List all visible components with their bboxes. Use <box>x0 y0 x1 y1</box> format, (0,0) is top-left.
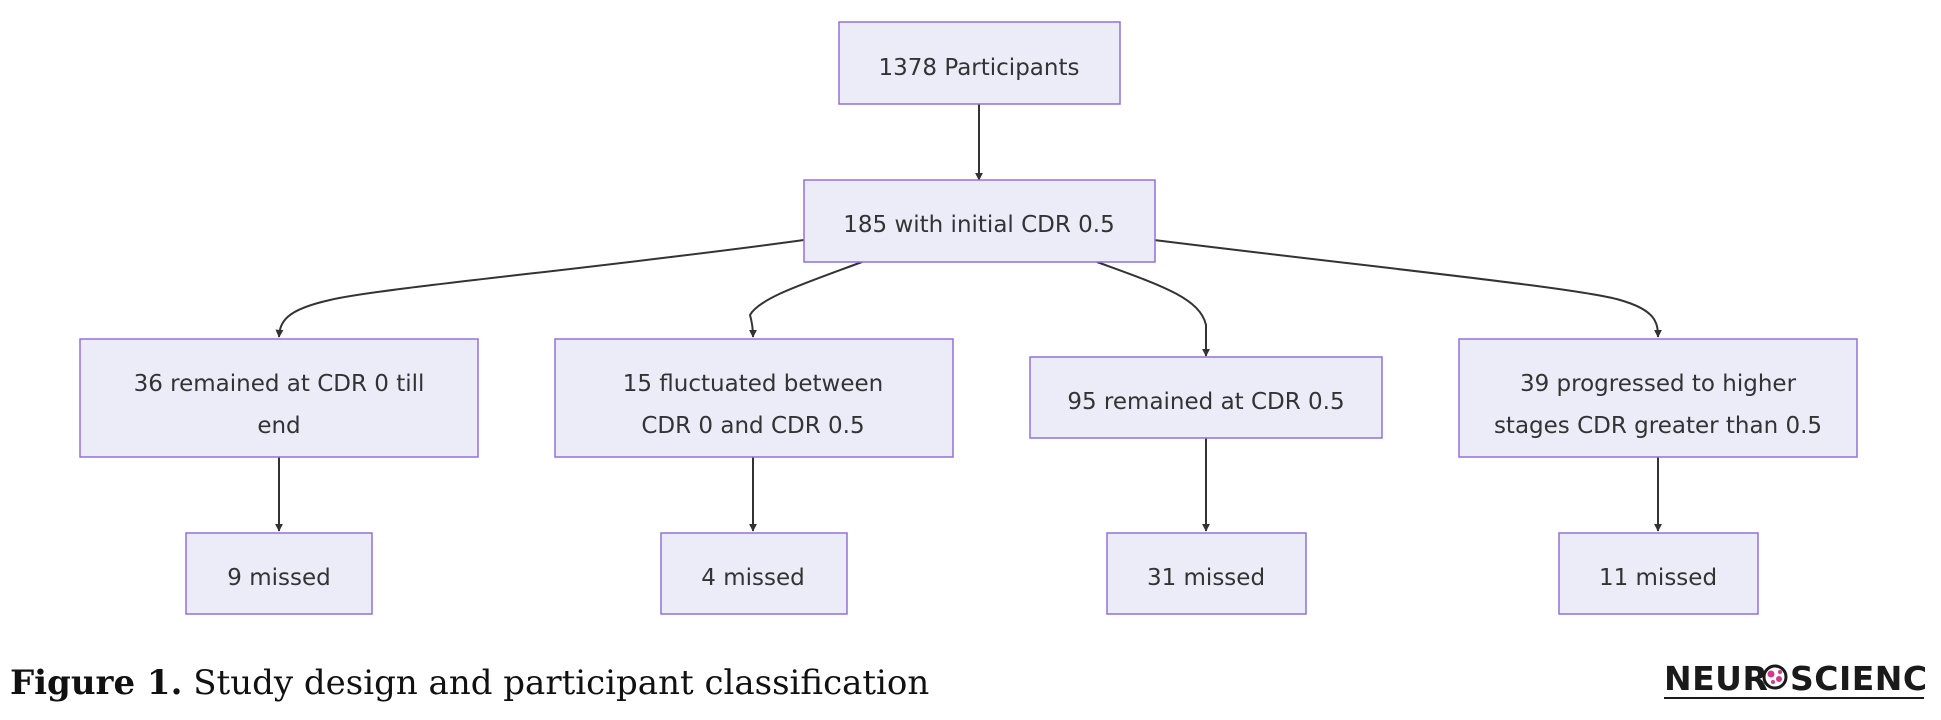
figure-caption-text: Study design and participant classificat… <box>182 663 930 703</box>
edge-initial-to-progressed <box>1153 239 1662 338</box>
node-root-label: 1378 Participants <box>879 55 1080 81</box>
node-missed-1-label: 9 missed <box>227 565 330 591</box>
node-missed-2: 4 missed <box>660 532 848 615</box>
figure-caption-label: Figure 1. <box>10 663 183 703</box>
node-fluctuated: 15 fluctuated between CDR 0 and CDR 0.5 <box>554 338 954 458</box>
node-fluctuated-line2: CDR 0 and CDR 0.5 <box>641 413 864 439</box>
logo-text-left: NEUR <box>1664 659 1768 698</box>
node-missed-4: 11 missed <box>1558 532 1759 615</box>
edge-initial-to-remained05 <box>1096 261 1210 357</box>
node-missed-2-label: 4 missed <box>701 565 804 591</box>
node-fluctuated-line1: 15 fluctuated between <box>623 371 884 397</box>
node-initial-label: 185 with initial CDR 0.5 <box>843 212 1115 238</box>
node-remained-cdr0: 36 remained at CDR 0 till end <box>79 338 479 458</box>
edge-initial-to-remained0 <box>275 239 805 338</box>
logo-text-right: SCIENCE <box>1790 659 1926 698</box>
node-root: 1378 Participants <box>838 21 1121 105</box>
figure-caption: Figure 1. Study design and participant c… <box>10 663 929 703</box>
edge-initial-to-fluctuated <box>748 261 863 338</box>
node-progressed-line1: 39 progressed to higher <box>1520 371 1797 397</box>
node-remained-cdr0-line1: 36 remained at CDR 0 till <box>134 371 425 397</box>
node-missed-3: 31 missed <box>1106 532 1307 615</box>
node-missed-4-label: 11 missed <box>1599 565 1717 591</box>
node-remained-cdr05: 95 remained at CDR 0.5 <box>1029 356 1383 439</box>
node-missed-3-label: 31 missed <box>1147 565 1265 591</box>
node-progressed: 39 progressed to higher stages CDR great… <box>1458 338 1858 458</box>
node-missed-1: 9 missed <box>185 532 373 615</box>
node-remained-cdr05-label: 95 remained at CDR 0.5 <box>1067 389 1344 415</box>
node-initial: 185 with initial CDR 0.5 <box>803 179 1156 263</box>
node-remained-cdr0-line2: end <box>257 413 300 439</box>
logo-neuron-icon <box>1762 664 1788 690</box>
node-progressed-line2: stages CDR greater than 0.5 <box>1494 413 1822 439</box>
neuroscience-logo: NEUR SCIENCE <box>1664 659 1926 699</box>
